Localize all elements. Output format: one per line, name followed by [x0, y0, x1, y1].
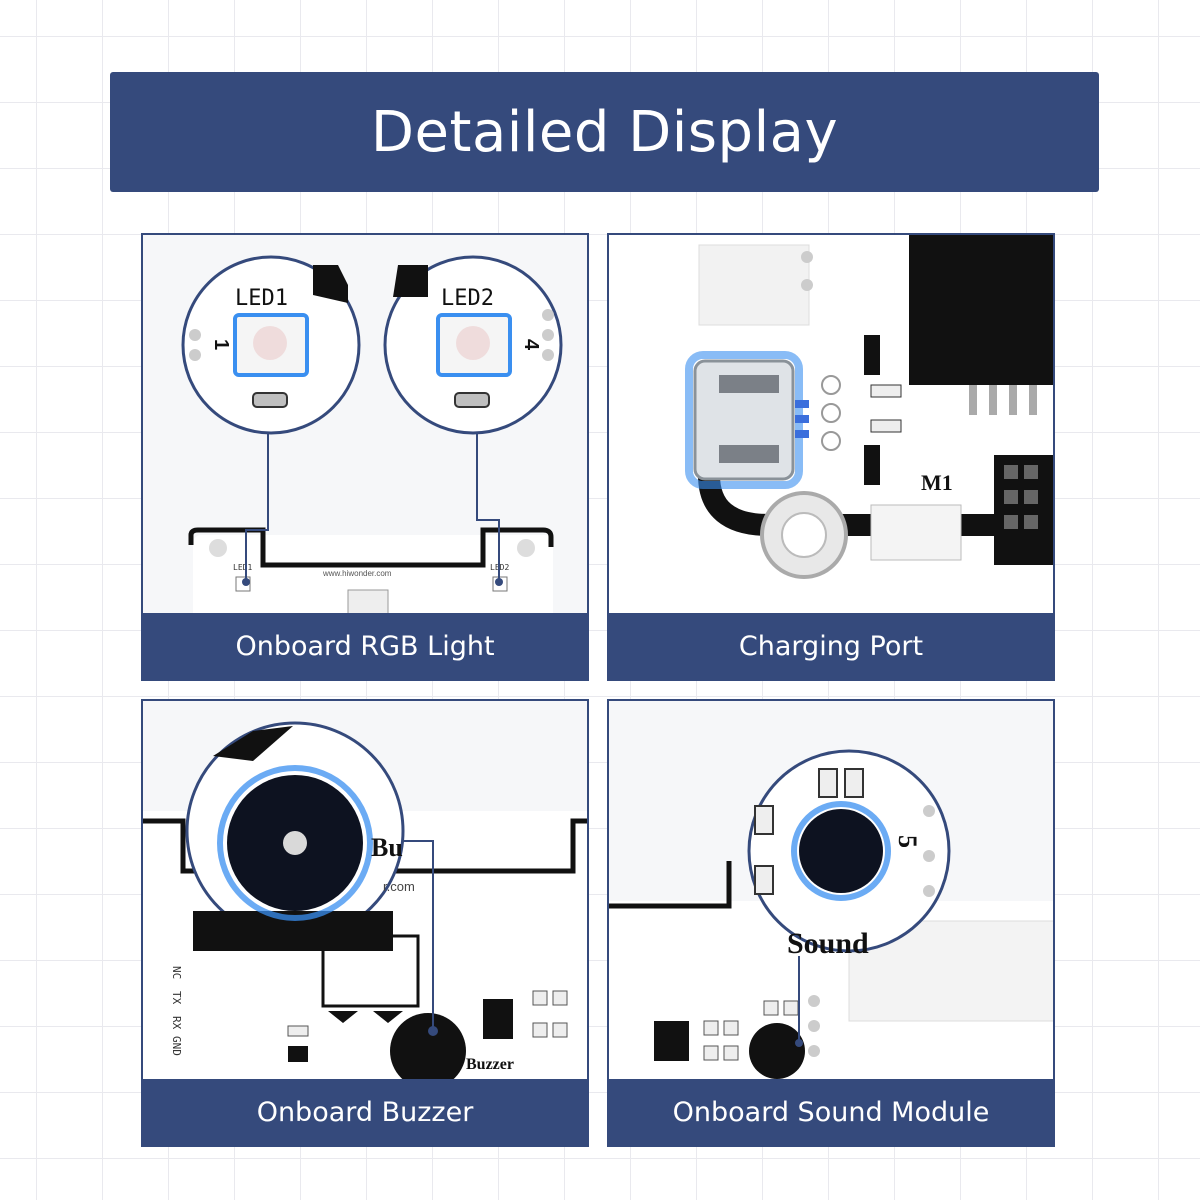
sound-module-illustration: 5 5 Sound [609, 749, 1053, 1081]
pin-gnd-label: GND [170, 1036, 183, 1056]
led1-label: LED1 [235, 286, 288, 311]
motor-m1-label: M1 [921, 470, 953, 495]
pin4-label: 4 [520, 339, 542, 351]
board-url-label: www.hiwonder.com [322, 569, 392, 578]
url-fragment-label: r.com [383, 879, 415, 894]
header-banner: Detailed Display [110, 72, 1099, 192]
pin-nc-label: NC [170, 966, 183, 979]
pin1-label: 1 [210, 339, 232, 350]
caption-onboard-buzzer: Onboard Buzzer [143, 1079, 587, 1145]
panel-onboard-buzzer: NC TX RX GND Buzzer Bu r.com Onboard Buz… [141, 699, 589, 1147]
caption-onboard-rgb-light: Onboard RGB Light [143, 613, 587, 679]
panel-onboard-sound-module: 5 5 Sound Onboard Sound Module [607, 699, 1055, 1147]
small-led1-label: LED1 [233, 563, 252, 572]
buzzer-board-label: Buzzer [466, 1056, 514, 1073]
caption-onboard-sound-module: Onboard Sound Module [609, 1079, 1053, 1145]
buzzer-illustration: NC TX RX GND Buzzer Bu r.com [143, 721, 587, 1081]
page-title: Detailed Display [370, 99, 839, 165]
led2-label: LED2 [441, 286, 494, 311]
pin5-zoom-label: 5 [893, 835, 922, 848]
rgb-light-illustration: LED1 LED2 www.hiwonder.com LED1 1 LED2 4 [181, 255, 563, 615]
pin-tx-label: TX [170, 991, 183, 1005]
pin-rx-label: RX [170, 1016, 183, 1030]
sound-label: Sound [787, 927, 869, 960]
panel-onboard-rgb-light: LED1 LED2 www.hiwonder.com LED1 1 LED2 4… [141, 233, 589, 681]
charging-port-illustration: M1 [609, 235, 1053, 615]
caption-charging-port: Charging Port [609, 613, 1053, 679]
panel-charging-port: M1 Charging Port [607, 233, 1055, 681]
bu-label: Bu [371, 833, 403, 862]
